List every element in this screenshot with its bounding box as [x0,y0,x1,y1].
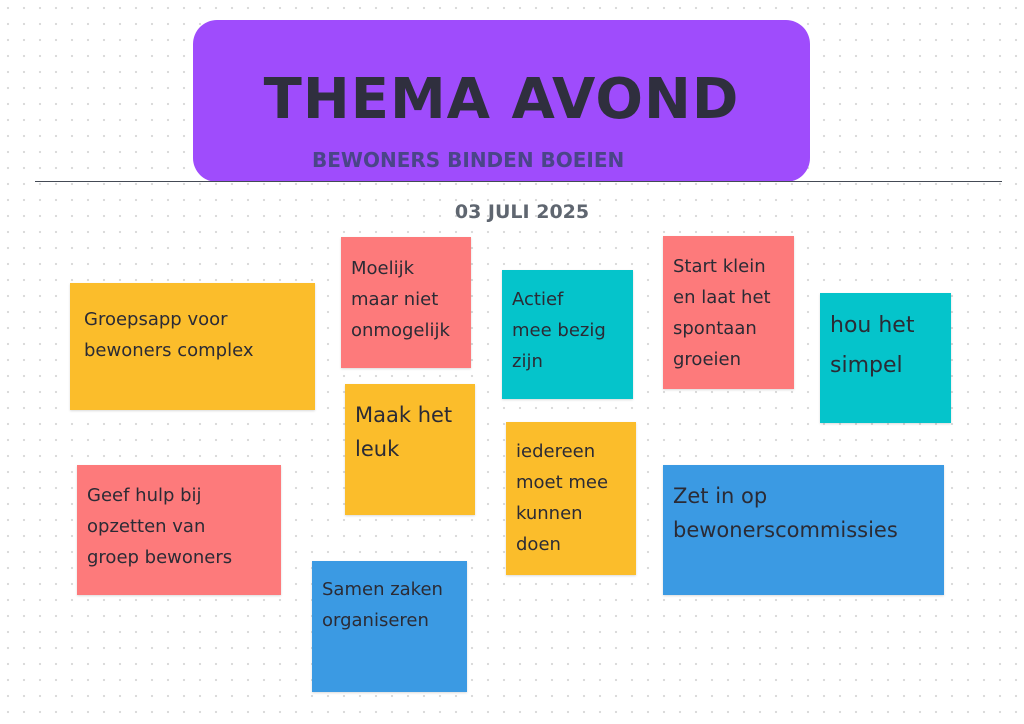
sticky-note-iedereen[interactable]: iedereen moet mee kunnen doen [506,422,636,575]
sticky-note-actief[interactable]: Actief mee bezig zijn [502,270,633,399]
sticky-note-start-klein[interactable]: Start klein en laat het spontaan groeien [663,236,794,389]
sticky-note-samen-zaken[interactable]: Samen zaken organiseren [312,561,467,692]
page-title: THEMA AVOND [263,67,740,132]
event-date: 03 JULI 2025 [454,201,590,223]
divider-line [35,181,1002,182]
sticky-note-maak-het-leuk[interactable]: Maak het leuk [345,384,475,515]
sticky-note-moelijk[interactable]: Moelijk maar niet onmogelijk [341,237,471,368]
sticky-note-bewonerscommissies[interactable]: Zet in op bewonerscommissies [663,465,944,595]
sticky-note-groepsapp[interactable]: Groepsapp voor bewoners complex [70,283,315,410]
title-banner [193,20,810,182]
sticky-note-geef-hulp[interactable]: Geef hulp bij opzetten van groep bewoner… [77,465,281,595]
sticky-note-hou-het-simpel[interactable]: hou het simpel [820,293,951,423]
page-subtitle: BEWONERS BINDEN BOEIEN [312,148,625,172]
